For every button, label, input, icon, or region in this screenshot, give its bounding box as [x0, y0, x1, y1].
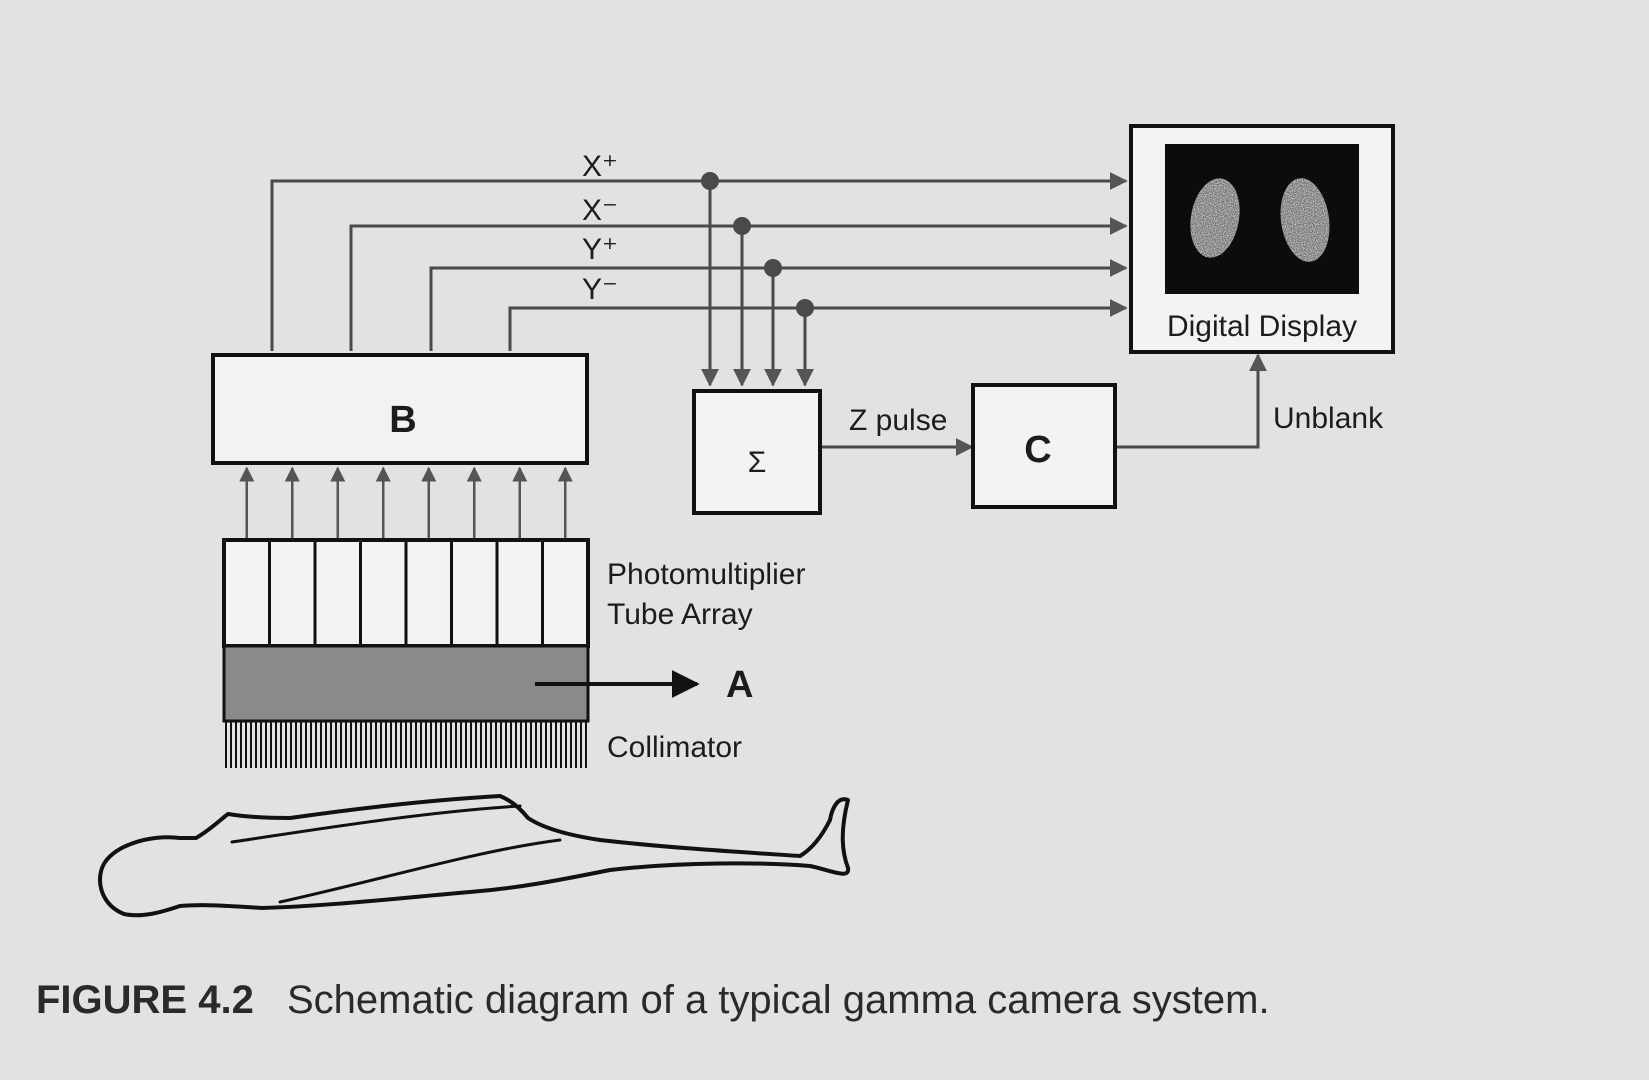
signal-y-minus-label: Y⁻: [582, 273, 618, 306]
unblank-line: [1117, 353, 1267, 449]
block-c-label: C: [1024, 429, 1051, 471]
y-minus-line: [508, 299, 1128, 351]
block-c: [971, 383, 1117, 509]
block-b-label: B: [389, 399, 416, 441]
patient-outline: [98, 794, 851, 918]
junction-dot: [701, 172, 719, 190]
y-plus-line: [429, 259, 1128, 351]
caption-number: FIGURE 4.2: [36, 978, 254, 1022]
junction-dot: [764, 259, 782, 277]
pmt-output-arrows: [239, 466, 573, 538]
x-plus-line: [270, 172, 1128, 351]
collimator-label: Collimator: [607, 731, 742, 764]
summing-block: [692, 389, 822, 515]
signal-y-plus-label: Y⁺: [582, 233, 618, 266]
caption-text: Schematic diagram of a typical gamma cam…: [287, 978, 1270, 1022]
patient-arm-line: [230, 804, 522, 844]
display-label: Digital Display: [1167, 310, 1357, 343]
x-minus-line: [349, 217, 1128, 351]
crystal-label: A: [726, 664, 753, 706]
signal-x-minus-label: X⁻: [582, 194, 618, 227]
junction-dots: [701, 172, 814, 317]
z-pulse-label: Z pulse: [849, 404, 947, 437]
signal-lines: [270, 172, 1267, 456]
collimator: [225, 721, 587, 768]
pmt-label-line2: Tube Array: [607, 598, 753, 631]
patient-leg-line: [278, 838, 562, 904]
signal-x-plus-label: X⁺: [582, 150, 618, 183]
sum-symbol: Σ: [748, 446, 767, 479]
unblank-label: Unblank: [1273, 402, 1384, 435]
junction-dot: [733, 217, 751, 235]
scintillation-crystal: [222, 644, 590, 723]
block-b: [211, 353, 589, 465]
pmt-label-line1: Photomultiplier: [607, 558, 805, 591]
pmt-array: [222, 538, 590, 648]
junction-dot: [796, 299, 814, 317]
